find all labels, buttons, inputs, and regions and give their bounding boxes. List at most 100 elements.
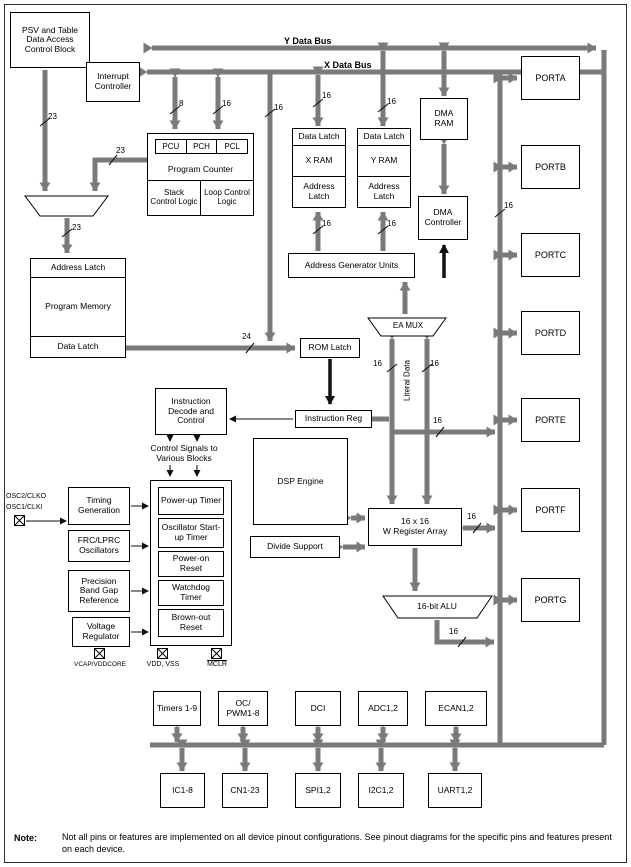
alu-label: 16-bit ALU xyxy=(417,601,457,612)
y-ram-data-latch: Data Latch xyxy=(358,129,410,146)
bus-width-ea-left: 16 xyxy=(373,359,382,368)
pm-label: Program Memory xyxy=(31,278,125,337)
instruction-decode-block: Instruction Decode and Control xyxy=(155,388,227,435)
pm-address-latch: Address Latch xyxy=(31,259,125,278)
bus-width-alu: 16 xyxy=(449,627,458,636)
alu-shape xyxy=(382,595,493,619)
divide-support-block: Divide Support xyxy=(250,536,340,558)
peripheral-ic-box: IC1-8 xyxy=(160,773,205,808)
vdd-vss-label: VDD, VSS xyxy=(146,661,180,668)
program-counter-block: PCU PCH PCL Program Counter xyxy=(147,133,254,181)
peripheral-dci-box: DCI xyxy=(295,691,341,726)
pm-data-latch: Data Latch xyxy=(57,341,99,352)
brown-out-reset-block: Brown-out Reset xyxy=(158,609,224,637)
pch-cell: PCH xyxy=(185,139,218,154)
vdd-vss-pin-icon xyxy=(157,648,168,659)
port-g-box: PORTG xyxy=(521,578,580,622)
power-on-reset-block: Power-on Reset xyxy=(158,551,224,577)
black-buses xyxy=(325,244,449,405)
osc-pin-icon xyxy=(14,515,25,526)
literal-data-label: Literal Data xyxy=(402,345,412,416)
frc-lprc-block: FRC/LPRC Oscillators xyxy=(68,530,130,562)
note-label: Note: xyxy=(14,833,37,843)
port-c-box: PORTC xyxy=(521,233,580,277)
pcu-cell: PCU xyxy=(155,139,187,154)
x-ram-block: Data Latch X RAM Address Latch xyxy=(292,128,346,208)
voltage-regulator-block: Voltage Regulator xyxy=(72,617,130,647)
watchdog-timer-block: Watchdog Timer xyxy=(158,580,224,606)
program-counter-label: Program Counter xyxy=(167,164,234,175)
osc1-clki-label: OSC1/CLKI xyxy=(6,504,43,511)
diagram-border xyxy=(4,4,627,863)
peripheral-ecan-box: ECAN1,2 xyxy=(425,691,487,726)
rom-latch-block: ROM Latch xyxy=(300,338,360,358)
vcap-pin-icon xyxy=(94,648,105,659)
port-f-box: PORTF xyxy=(521,488,580,532)
ea-mux-shape xyxy=(367,317,447,337)
bus-width-psv: 23 xyxy=(48,112,57,121)
x-data-bus-label: X Data Bus xyxy=(324,60,372,70)
dma-controller-block: DMA Controller xyxy=(418,196,468,240)
bus-width-pc-mux: 23 xyxy=(116,146,125,155)
port-d-box: PORTD xyxy=(521,311,580,355)
peripheral-uart-box: UART1,2 xyxy=(428,773,482,808)
dma-ram-block: DMA RAM xyxy=(420,98,468,140)
x-ram-label: X RAM xyxy=(293,146,345,177)
instruction-reg-block: Instruction Reg xyxy=(295,410,372,428)
port-a-box: PORTA xyxy=(521,56,580,100)
timing-generation-block: Timing Generation xyxy=(68,487,130,525)
vcap-vddcore-label: VCAP/VDDCORE xyxy=(73,661,126,668)
w-register-array-block: 16 x 16 W Register Array xyxy=(368,508,462,546)
mclr-label: MCLR xyxy=(207,661,227,668)
x-ram-address-latch: Address Latch xyxy=(303,181,335,201)
bus-width-pm-rom: 24 xyxy=(242,332,251,341)
stack-control-logic-block: Stack Control Logic xyxy=(147,180,201,216)
wreg-line2: W Register Array xyxy=(382,526,448,536)
control-arrows xyxy=(26,98,506,648)
bus-width-pc8: 8 xyxy=(179,99,184,108)
y-ram-label: Y RAM xyxy=(358,146,410,177)
y-ram-block: Data Latch Y RAM Address Latch xyxy=(357,128,411,208)
bus-width-agu-y: 16 xyxy=(387,219,396,228)
control-signals-text: Control Signals to Various Blocks xyxy=(150,443,218,463)
band-gap-block: Precision Band Gap Reference xyxy=(68,570,130,612)
peripheral-spi-box: SPI1,2 xyxy=(295,773,341,808)
bus-width-ea-right: 16 xyxy=(430,359,439,368)
pcl-cell: PCL xyxy=(216,139,249,154)
peripheral-timers-box: Timers 1-9 xyxy=(153,691,201,726)
bus-width-wreg: 16 xyxy=(467,512,476,521)
program-memory-block: Address Latch Program Memory Data Latch xyxy=(30,258,126,358)
mclr-pin-icon xyxy=(211,648,222,659)
bus-width-yram: 16 xyxy=(387,97,396,106)
bus-width-agu-x: 16 xyxy=(322,219,331,228)
bus-width-dsp-port: 16 xyxy=(433,416,442,425)
peripheral-i2c-box: I2C1,2 xyxy=(358,773,404,808)
bus-width-xram: 16 xyxy=(322,91,331,100)
oscillator-startup-timer-block: Oscillator Start-up Timer xyxy=(158,518,224,548)
port-b-box: PORTB xyxy=(521,145,580,189)
bus-width-pc16: 16 xyxy=(222,99,231,108)
pc-registers-row: PCU PCH PCL xyxy=(155,139,249,154)
x-ram-data-latch: Data Latch xyxy=(293,129,345,146)
peripheral-cn-box: CN1-23 xyxy=(222,773,268,808)
peripheral-oc-pwm-box: OC/ PWM1-8 xyxy=(218,691,268,726)
loop-control-logic-block: Loop Control Logic xyxy=(200,180,254,216)
bus-width-mux-out: 23 xyxy=(72,223,81,232)
bus-width-ports: 16 xyxy=(504,201,513,210)
wreg-line1: 16 x 16 xyxy=(401,516,429,527)
program-address-mux xyxy=(24,195,109,217)
y-data-bus-label: Y Data Bus xyxy=(284,36,332,46)
note-text: Not all pins or features are implemented… xyxy=(62,832,612,854)
gray-buses xyxy=(39,42,607,772)
interrupt-controller-block: Interrupt Controller xyxy=(86,62,140,102)
dsp-engine-block: DSP Engine xyxy=(253,438,348,525)
y-ram-address-latch: Address Latch xyxy=(368,181,400,201)
peripheral-adc-box: ADC1,2 xyxy=(358,691,408,726)
bus-width-xbus: 16 xyxy=(274,103,283,112)
mux-shapes xyxy=(24,195,493,619)
power-up-timer-block: Power-up Timer xyxy=(158,487,224,515)
psv-control-block: PSV and Table Data Access Control Block xyxy=(10,12,90,68)
osc2-clko-label: OSC2/CLKO xyxy=(6,493,47,500)
ea-mux-label: EA MUX xyxy=(392,320,424,330)
